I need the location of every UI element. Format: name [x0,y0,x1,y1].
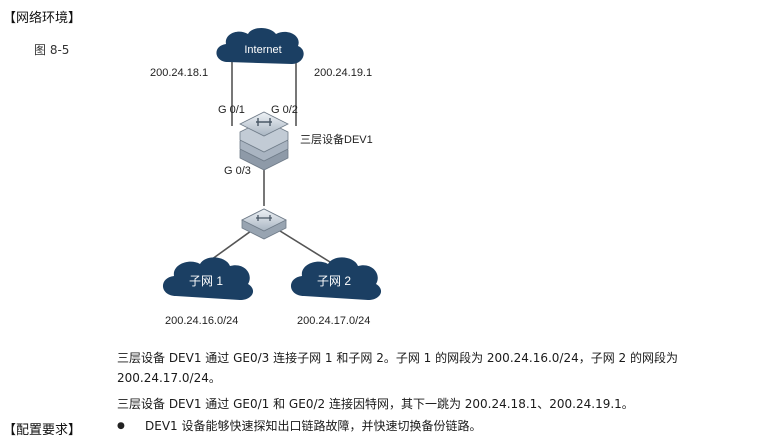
port-g03-label: G 0/3 [224,165,251,177]
network-topology-diagram: Internet 200.24.18.1 200.24.19.1 G 0/1 G… [150,28,382,327]
subnet2-cloud-icon [290,257,382,300]
layer3-device-icon [239,111,289,171]
right-ip-label: 200.24.19.1 [314,67,372,79]
dev1-label: 三层设备DEV1 [300,132,373,146]
switch-icon [241,208,287,240]
section-heading-network-env: 【网络环境】 [3,11,82,26]
section-heading-config-req: 【配置要求】 [3,423,82,438]
port-g01-label: G 0/1 [218,104,245,116]
requirement-item-1: DEV1 设备能够快速探知出口链路故障，并快速切换备份链路。 [145,419,482,433]
paragraph-1-line-1: 三层设备 DEV1 通过 GE0/3 连接子网 1 和子网 2。子网 1 的网段… [117,351,679,365]
subnet1-cloud-icon [162,257,254,300]
paragraph-1-line-2: 200.24.17.0/24。 [117,371,221,385]
subnet1-ip-label: 200.24.16.0/24 [165,315,238,327]
internet-label: Internet [244,44,281,56]
internet-cloud-icon [216,28,304,64]
subnet2-ip-label: 200.24.17.0/24 [297,315,370,327]
link-switch-subnet2 [271,225,331,263]
bullet-icon: ● [117,421,125,431]
port-g02-label: G 0/2 [271,104,298,116]
paragraph-2: 三层设备 DEV1 通过 GE0/1 和 GE0/2 连接因特网，其下一跳为 2… [117,397,634,411]
subnet1-label: 子网 1 [189,274,223,288]
subnet2-label: 子网 2 [317,274,351,288]
figure-label: 图 8-5 [34,43,70,57]
left-ip-label: 200.24.18.1 [150,67,208,79]
